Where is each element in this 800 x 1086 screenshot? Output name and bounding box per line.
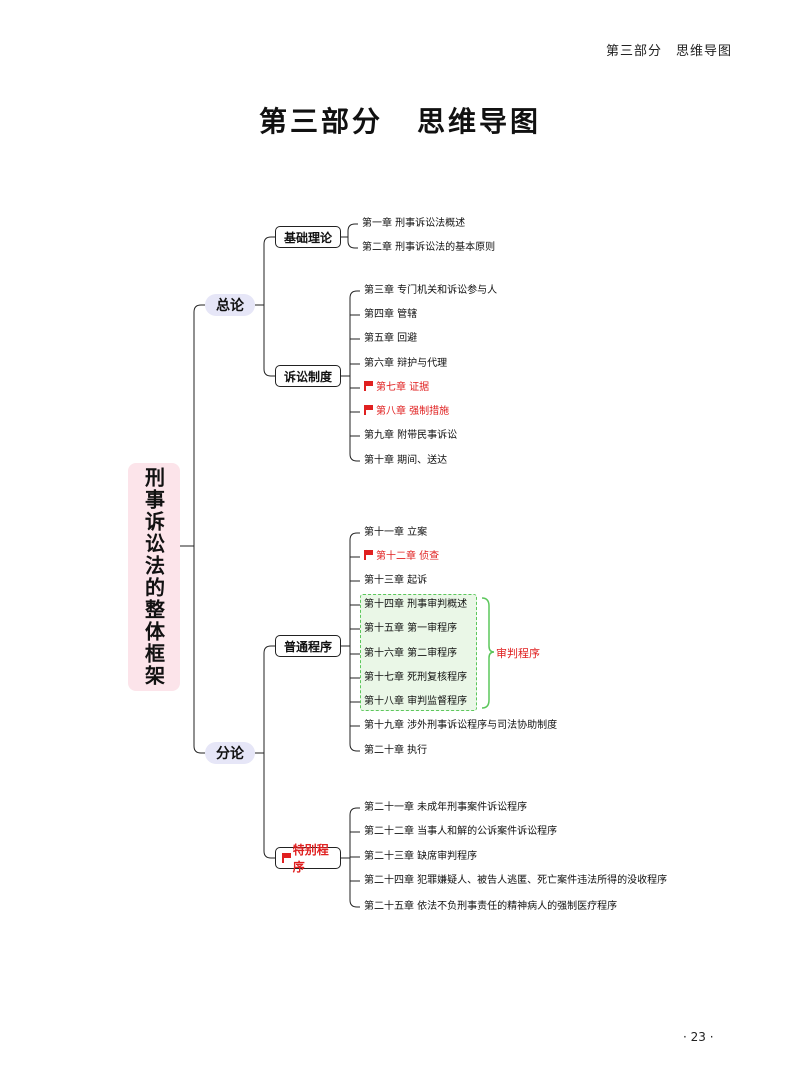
leaf-ch10: 第十章 期间、送达 bbox=[364, 455, 448, 466]
leaf-ch13: 第十三章 起诉 bbox=[364, 575, 428, 586]
leaf-ch16: 第十六章 第二审程序 bbox=[364, 648, 458, 659]
leaf-ch9: 第九章 附带民事诉讼 bbox=[364, 430, 458, 441]
leaf-ch1: 第一章 刑事诉讼法概述 bbox=[362, 218, 466, 229]
connector-putong bbox=[341, 532, 360, 752]
leaf-ch2: 第二章 刑事诉讼法的基本原则 bbox=[362, 242, 496, 253]
leaf-ch17: 第十七章 死刑复核程序 bbox=[364, 672, 468, 683]
leaf-ch12-text: 第十二章 侦查 bbox=[376, 551, 440, 562]
shenpan-group-box bbox=[360, 594, 477, 711]
leaf-ch5: 第五章 回避 bbox=[364, 333, 418, 344]
leaf-ch21: 第二十一章 未成年刑事案件诉讼程序 bbox=[364, 802, 528, 813]
node-susong: 诉讼制度 bbox=[275, 365, 341, 387]
node-putong: 普通程序 bbox=[275, 635, 341, 657]
flag-icon bbox=[364, 550, 373, 560]
leaf-ch6: 第六章 辩护与代理 bbox=[364, 358, 448, 369]
leaf-ch7-text: 第七章 证据 bbox=[376, 382, 430, 393]
leaf-ch22: 第二十二章 当事人和解的公诉案件诉讼程序 bbox=[364, 826, 558, 837]
leaf-ch19: 第十九章 涉外刑事诉讼程序与司法协助制度 bbox=[364, 720, 558, 731]
root-label: 刑事诉讼法的整体框架 bbox=[141, 467, 166, 687]
page-number: · 23 · bbox=[683, 1030, 714, 1044]
connector-jichu bbox=[341, 223, 358, 249]
node-zonglun: 总论 bbox=[205, 294, 255, 316]
leaf-ch3: 第三章 专门机关和诉讼参与人 bbox=[364, 285, 498, 296]
flag-icon bbox=[364, 405, 373, 415]
leaf-ch14: 第十四章 刑事审判概述 bbox=[364, 599, 468, 610]
leaf-ch20: 第二十章 执行 bbox=[364, 745, 428, 756]
running-header: 第三部分 思维导图 bbox=[605, 44, 732, 59]
leaf-ch23: 第二十三章 缺席审判程序 bbox=[364, 851, 478, 862]
leaf-ch12: 第十二章 侦查 bbox=[364, 550, 439, 564]
connector-tebie bbox=[341, 807, 360, 908]
leaf-ch11: 第十一章 立案 bbox=[364, 527, 428, 538]
leaf-ch7: 第七章 证据 bbox=[364, 381, 429, 395]
connector-root bbox=[180, 304, 205, 754]
flag-icon bbox=[282, 853, 291, 863]
shenpan-label: 审判程序 bbox=[496, 647, 540, 660]
node-tebie-label: 特别程序 bbox=[292, 843, 329, 874]
leaf-ch8: 第八章 强制措施 bbox=[364, 405, 449, 419]
node-jichu: 基础理论 bbox=[275, 226, 341, 248]
connector-zonglun bbox=[255, 236, 275, 377]
leaf-ch15: 第十五章 第一审程序 bbox=[364, 623, 458, 634]
leaf-ch4: 第四章 管辖 bbox=[364, 309, 418, 320]
shenpan-bracket bbox=[481, 597, 495, 709]
leaf-ch25: 第二十五章 依法不负刑事责任的精神病人的强制医疗程序 bbox=[364, 901, 618, 912]
connector-susong bbox=[341, 290, 360, 462]
root-node: 刑事诉讼法的整体框架 bbox=[128, 463, 180, 691]
flag-icon bbox=[364, 381, 373, 391]
title-name: 思维导图 bbox=[417, 105, 542, 138]
leaf-ch24: 第二十四章 犯罪嫌疑人、被告人逃匿、死亡案件违法所得的没收程序 bbox=[364, 875, 668, 886]
node-fenlun: 分论 bbox=[205, 742, 255, 764]
title-part: 第三部分 bbox=[258, 105, 383, 138]
leaf-ch8-text: 第八章 强制措施 bbox=[376, 406, 450, 417]
node-tebie: 特别程序 bbox=[275, 843, 341, 874]
leaf-ch18: 第十八章 审判监督程序 bbox=[364, 696, 468, 707]
page-title: 第三部分 思维导图 bbox=[0, 100, 800, 140]
connector-fenlun bbox=[255, 645, 275, 859]
